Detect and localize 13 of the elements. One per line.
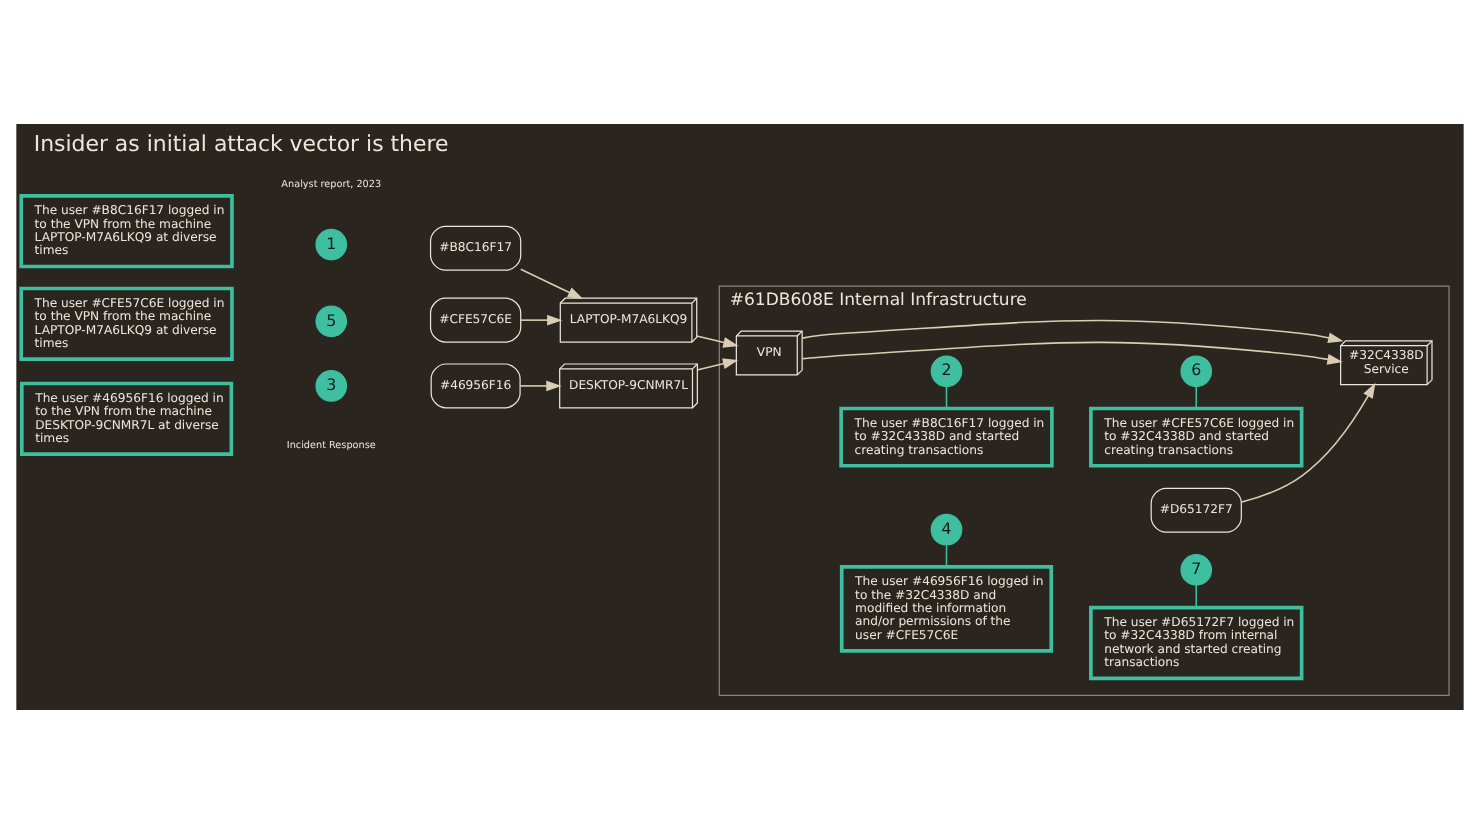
arrow — [696, 334, 739, 347]
arrow — [801, 340, 1343, 364]
arrow — [1241, 381, 1376, 502]
diagram-title: Insider as initial attack vector is there — [33, 130, 449, 157]
connector — [945, 385, 948, 409]
connector — [1195, 583, 1198, 608]
arrow — [801, 318, 1344, 343]
connector — [1195, 385, 1198, 409]
arrow — [519, 379, 562, 391]
arrow — [520, 313, 563, 325]
arrow — [696, 357, 739, 370]
arrow — [520, 267, 584, 299]
connector — [945, 543, 948, 567]
